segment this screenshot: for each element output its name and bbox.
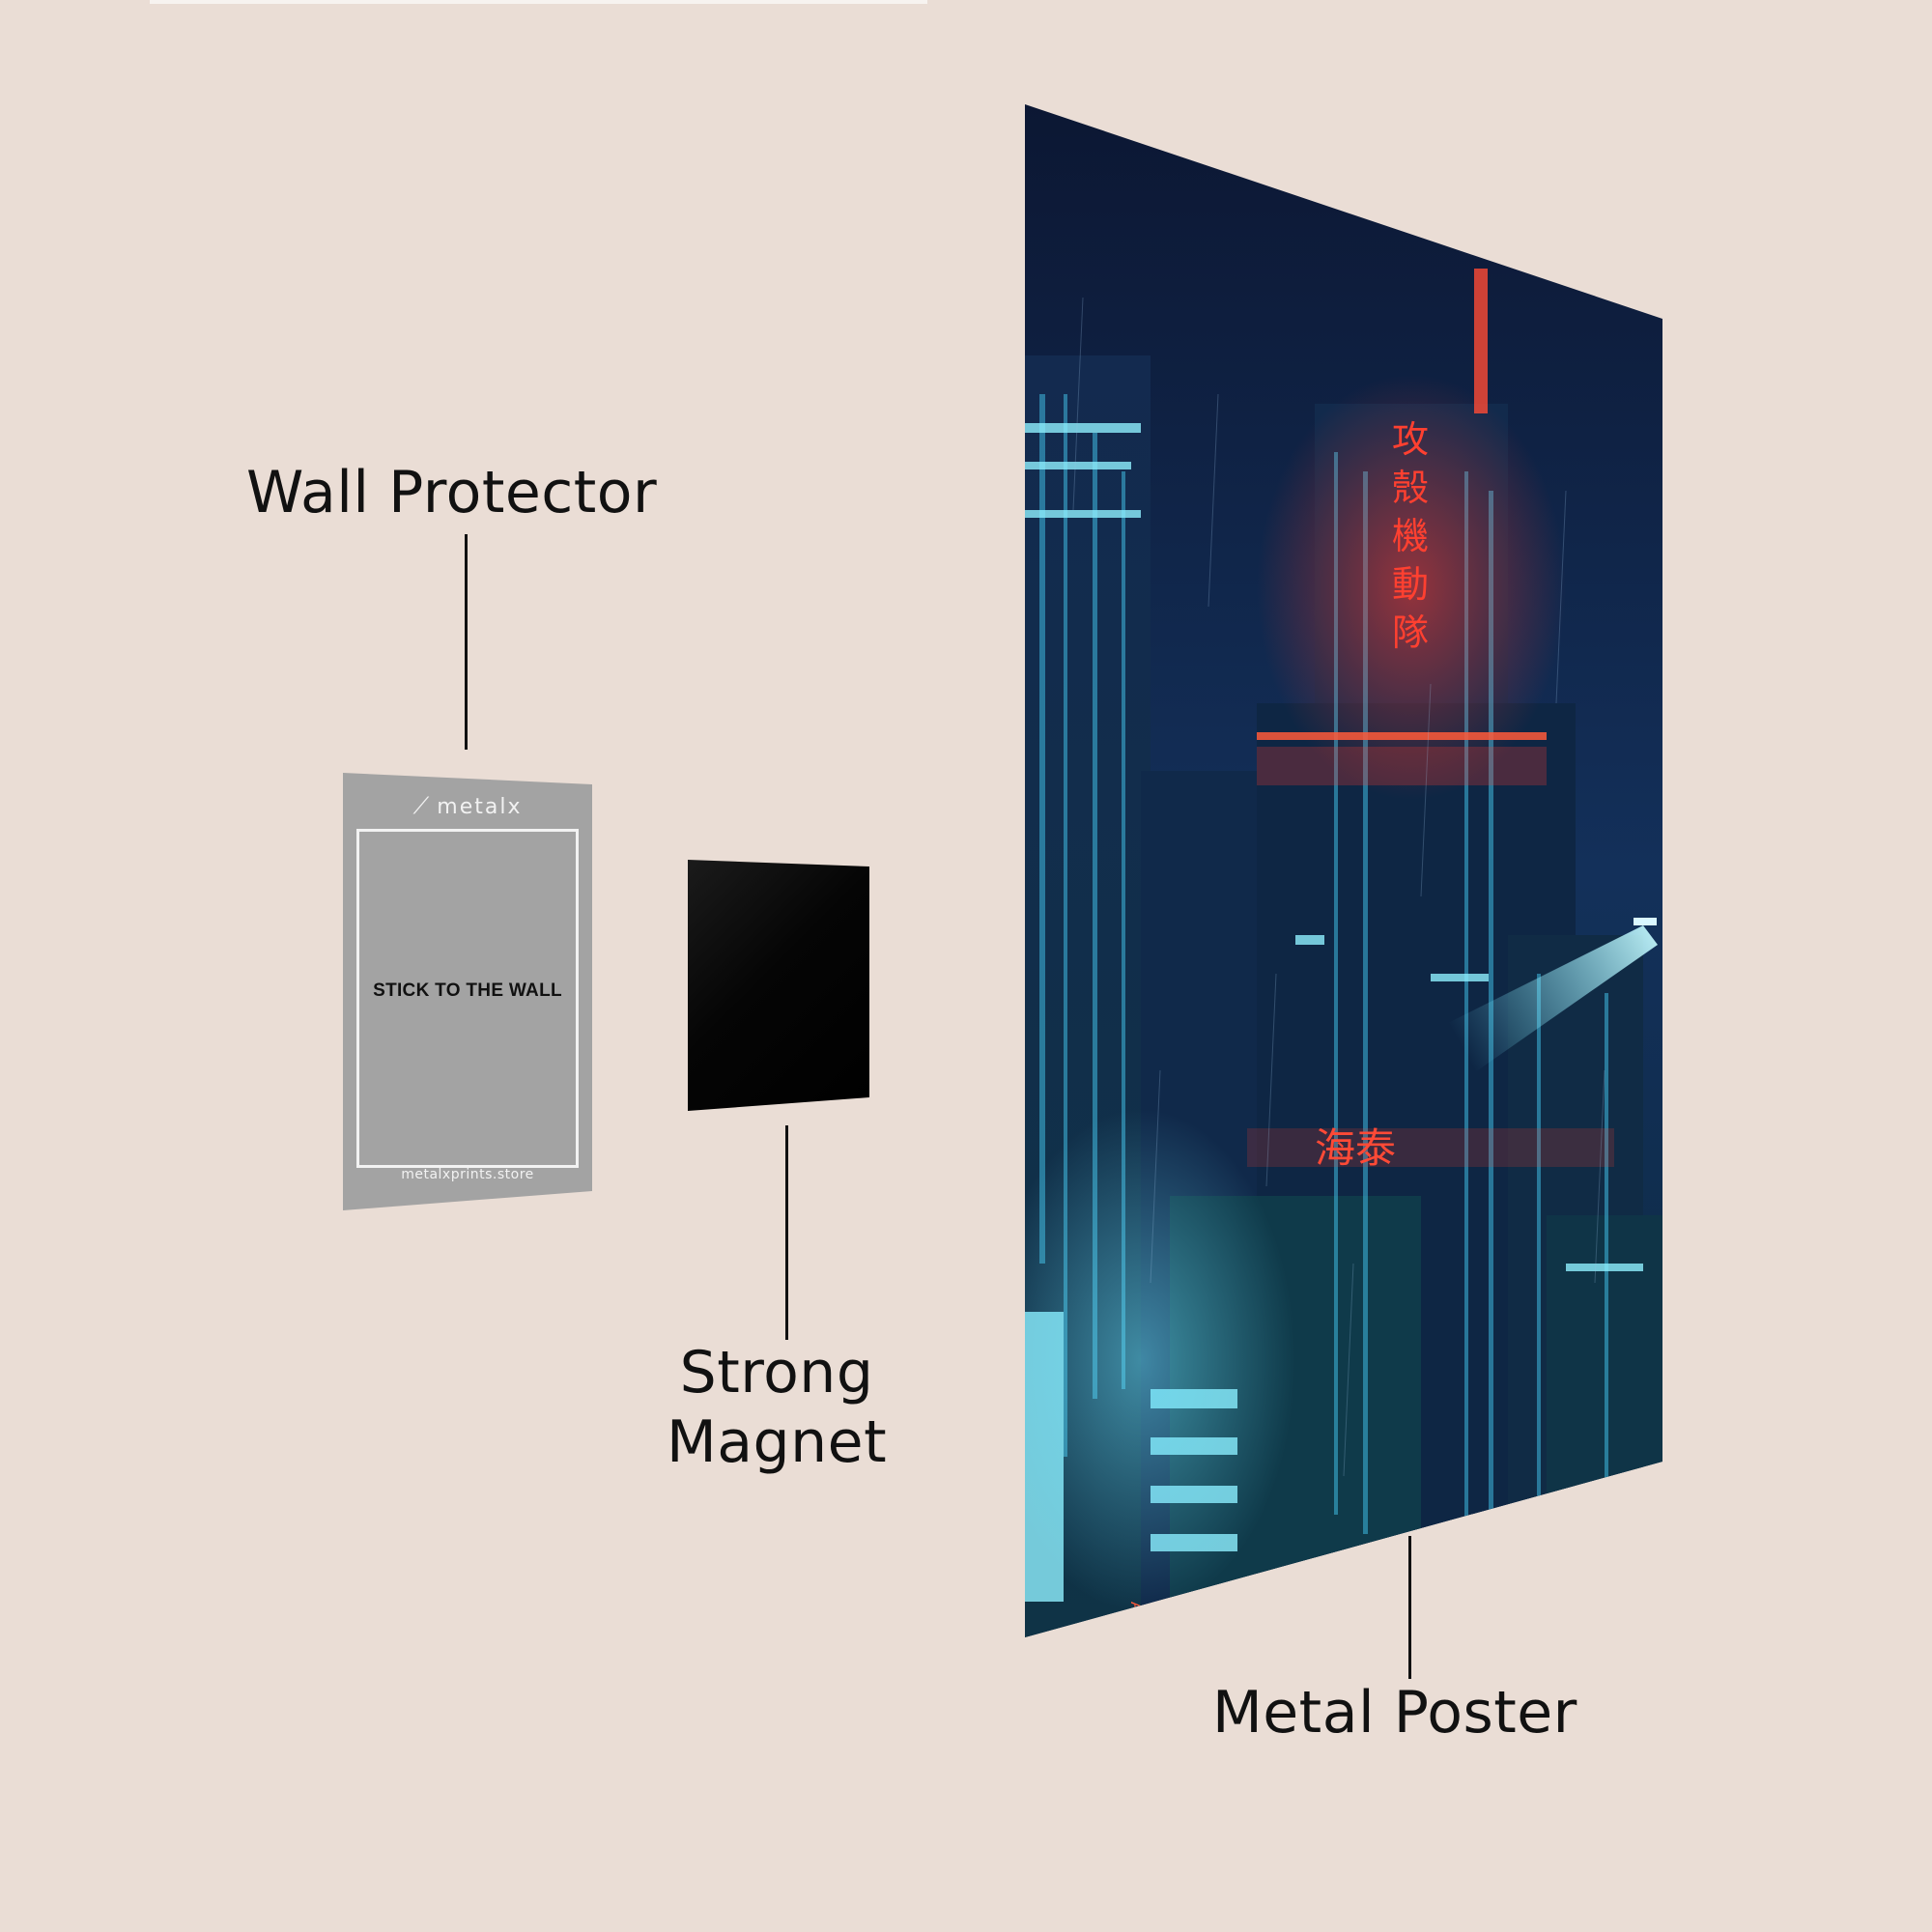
neon-char-4: 動: [1392, 563, 1429, 606]
neon-char-1: 攻: [1392, 418, 1429, 461]
wall-protector: ⟋metalx STICK TO THE WALL metalxprints.s…: [343, 773, 592, 1210]
strong-magnet-label: Strong Magnet: [667, 1338, 887, 1477]
wall-protector-leader-line: [465, 534, 468, 750]
poster-red-band: [1257, 732, 1547, 740]
poster-aircraft: [1634, 918, 1657, 925]
poster-windows: [1039, 394, 1608, 1573]
protector-website: metalxprints.store: [401, 1167, 534, 1182]
metalx-logo-icon: ⟋: [412, 792, 432, 819]
poster-street-sign: ARC: [1127, 1602, 1144, 1634]
metal-poster: 攻 殼 機 動 隊 海泰: [1025, 104, 1662, 1637]
strong-magnet-label-line1: Strong: [679, 1339, 874, 1406]
strong-magnet: [688, 860, 869, 1111]
poster-vertical-neon-sign: 攻 殼 機 動 隊: [1392, 418, 1429, 654]
wall-protector-label: Wall Protector: [246, 459, 658, 526]
poster-cyan-glow: [1025, 1109, 1295, 1611]
metal-poster-leader-line: [1408, 1536, 1411, 1679]
poster-cityscape-art: 攻 殼 機 動 隊 海泰: [1025, 104, 1662, 1637]
poster-neon-banner: 海泰: [1315, 1124, 1396, 1172]
neon-char-2: 殼: [1392, 467, 1429, 509]
top-strip: [150, 0, 927, 4]
strong-magnet-label-line2: Magnet: [667, 1408, 888, 1476]
poster-banner-glow: [1247, 1128, 1614, 1167]
protector-inner-frame: [356, 829, 579, 1168]
neon-char-5: 隊: [1392, 611, 1429, 654]
protector-brand: ⟋metalx: [343, 792, 592, 819]
protector-brand-text: metalx: [437, 795, 523, 819]
poster-spire-light: [1474, 269, 1488, 413]
protector-instruction: STICK TO THE WALL: [373, 980, 562, 1001]
metal-poster-label: Metal Poster: [1212, 1679, 1577, 1747]
poster-rain: [1072, 297, 1605, 1477]
poster-searchlight-beam: [1431, 925, 1658, 1090]
strong-magnet-leader-line: [785, 1125, 788, 1340]
neon-char-3: 機: [1392, 515, 1429, 557]
poster-red-glow: [1257, 375, 1566, 800]
